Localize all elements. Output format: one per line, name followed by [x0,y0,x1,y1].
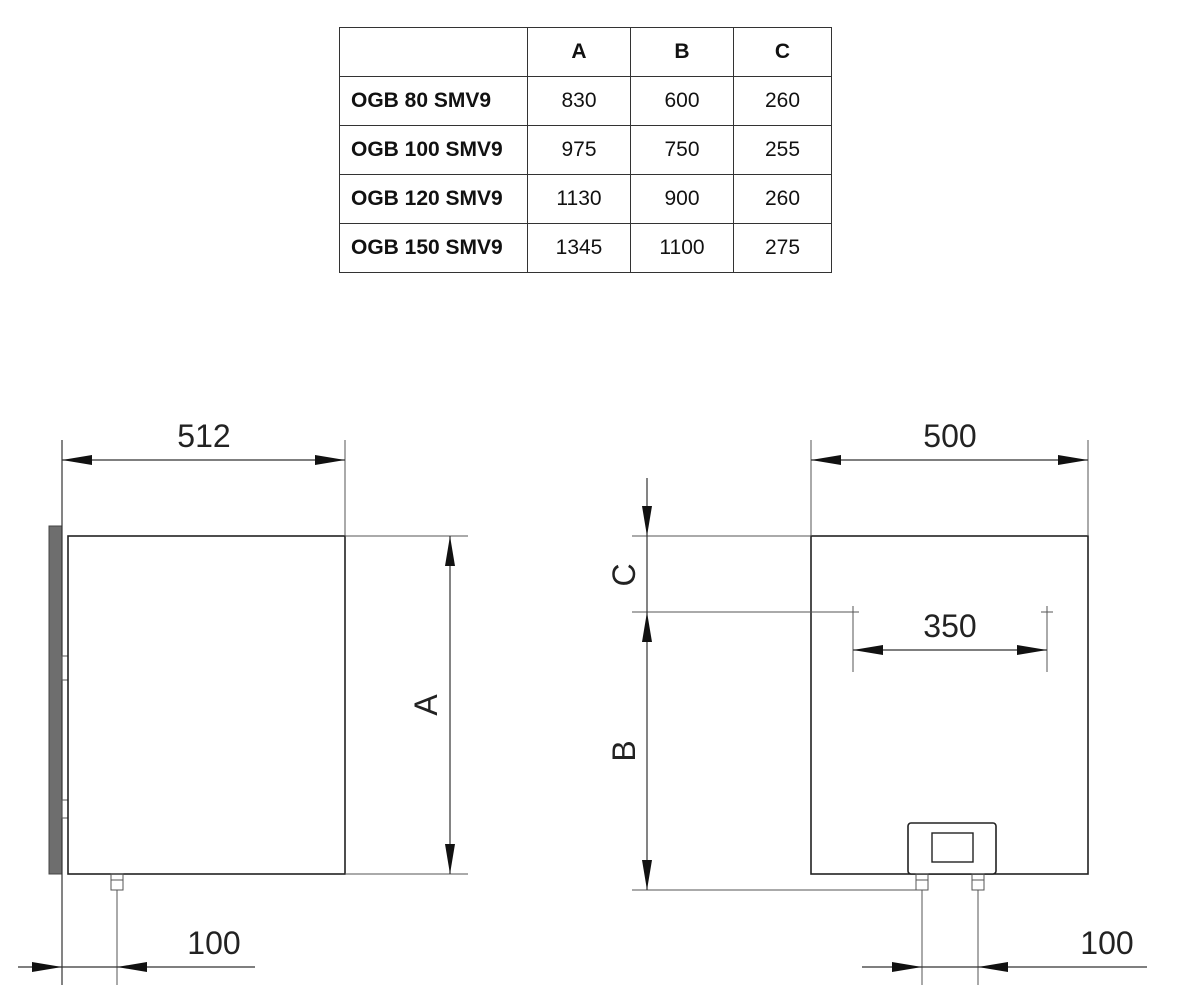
value-cell-b: 600 [630,76,734,126]
dim-512-arrow-left [62,455,92,465]
side-bracket-lower [61,799,69,819]
value-cell-a: 975 [527,125,631,175]
table-row: OGB 120 SMV9 1130 900 260 [339,174,832,224]
dim-100-left-label: 100 [187,925,240,961]
dim-100-left-arrow-b [117,962,147,972]
dim-c-arrow-top [642,506,652,536]
dim-500-arrow-left [811,455,841,465]
side-view: 512 A 100 [18,418,468,985]
value-cell-b: 750 [630,125,734,175]
dim-350-arrow-right [1017,645,1047,655]
front-pipe-left [915,873,929,891]
value-cell-c: 260 [733,76,832,126]
dim-100-right-label: 100 [1080,925,1133,961]
dim-c-arrow-bottom [642,612,652,642]
dimensions-table: A B C OGB 80 SMV9 830 600 260 OGB 100 SM… [339,27,832,273]
dim-c-label: C [606,563,642,586]
control-box [907,822,997,875]
control-display [931,832,974,863]
dim-100-right-arrow-b [978,962,1008,972]
value-cell-b: 1100 [630,223,734,273]
value-cell-c: 255 [733,125,832,175]
dim-512-arrow-right [315,455,345,465]
table-row: OGB 100 SMV9 975 750 255 [339,125,832,175]
side-bracket-upper [61,655,69,681]
value-cell-a: 1345 [527,223,631,273]
dim-a-label: A [408,694,444,716]
value-cell-c: 260 [733,174,832,224]
front-view: 500 C B 350 100 [606,418,1147,985]
table-row: OGB 80 SMV9 830 600 260 [339,76,832,126]
dim-512-label: 512 [177,418,230,454]
dim-b-label: B [606,740,642,761]
dim-b-arrow-bottom [642,860,652,890]
side-view-body [67,535,346,875]
dim-a-arrow-bottom [445,844,455,874]
header-cell-c: C [733,27,832,77]
dim-350-label: 350 [923,608,976,644]
dim-500-arrow-right [1058,455,1088,465]
dim-350-arrow-left [853,645,883,655]
dim-500-label: 500 [923,418,976,454]
value-cell-c: 275 [733,223,832,273]
front-pipe-right [971,873,985,891]
table-row: OGB 150 SMV9 1345 1100 275 [339,223,832,273]
dim-100-right-arrow-a [892,962,922,972]
dim-a-arrow-top [445,536,455,566]
side-pipe [110,873,124,891]
dim-100-left-arrow-a [32,962,62,972]
value-cell-b: 900 [630,174,734,224]
wall-plate [48,525,63,875]
front-view-body [810,535,1089,875]
